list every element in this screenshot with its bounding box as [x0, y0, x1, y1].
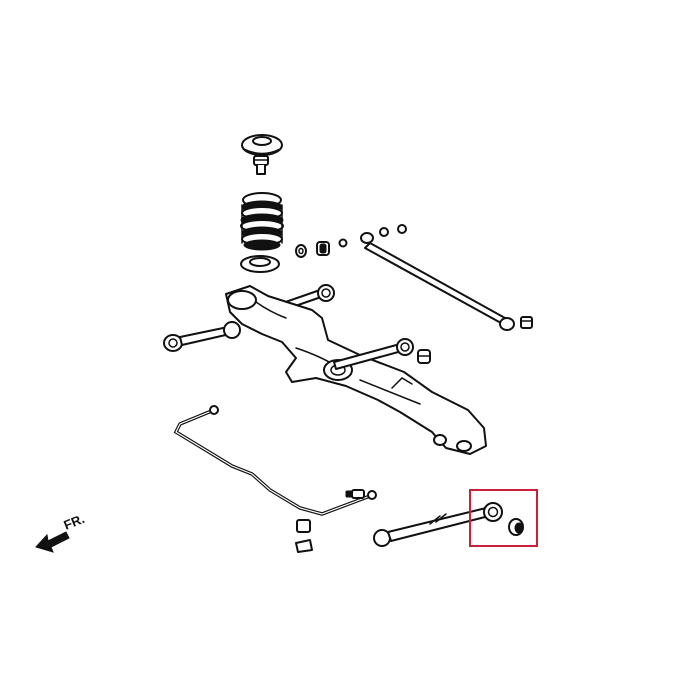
- rear-axle-housing: [225, 285, 487, 455]
- upper-control-arm-left: [163, 321, 241, 352]
- upper-control-arm-rear: [333, 338, 431, 370]
- lateral-control-rod: [360, 224, 533, 331]
- direction-label: FR.: [62, 511, 87, 533]
- lower-control-arm: [373, 502, 503, 547]
- bump-stopper: [253, 155, 269, 175]
- spring-lower-insulator: [240, 255, 280, 273]
- stabilizer-bar: [173, 405, 377, 516]
- spring-upper-seat: [241, 134, 283, 156]
- lateral-rod-bushings: [295, 238, 348, 258]
- stabilizer-bushings: [295, 489, 365, 553]
- lower-control-arm-rear-bushing: [508, 518, 524, 536]
- highlight-box: [469, 489, 538, 547]
- coil-spring: [240, 192, 284, 251]
- front-direction-indicator: FR.: [35, 511, 87, 553]
- arrow-left-icon: [35, 531, 70, 553]
